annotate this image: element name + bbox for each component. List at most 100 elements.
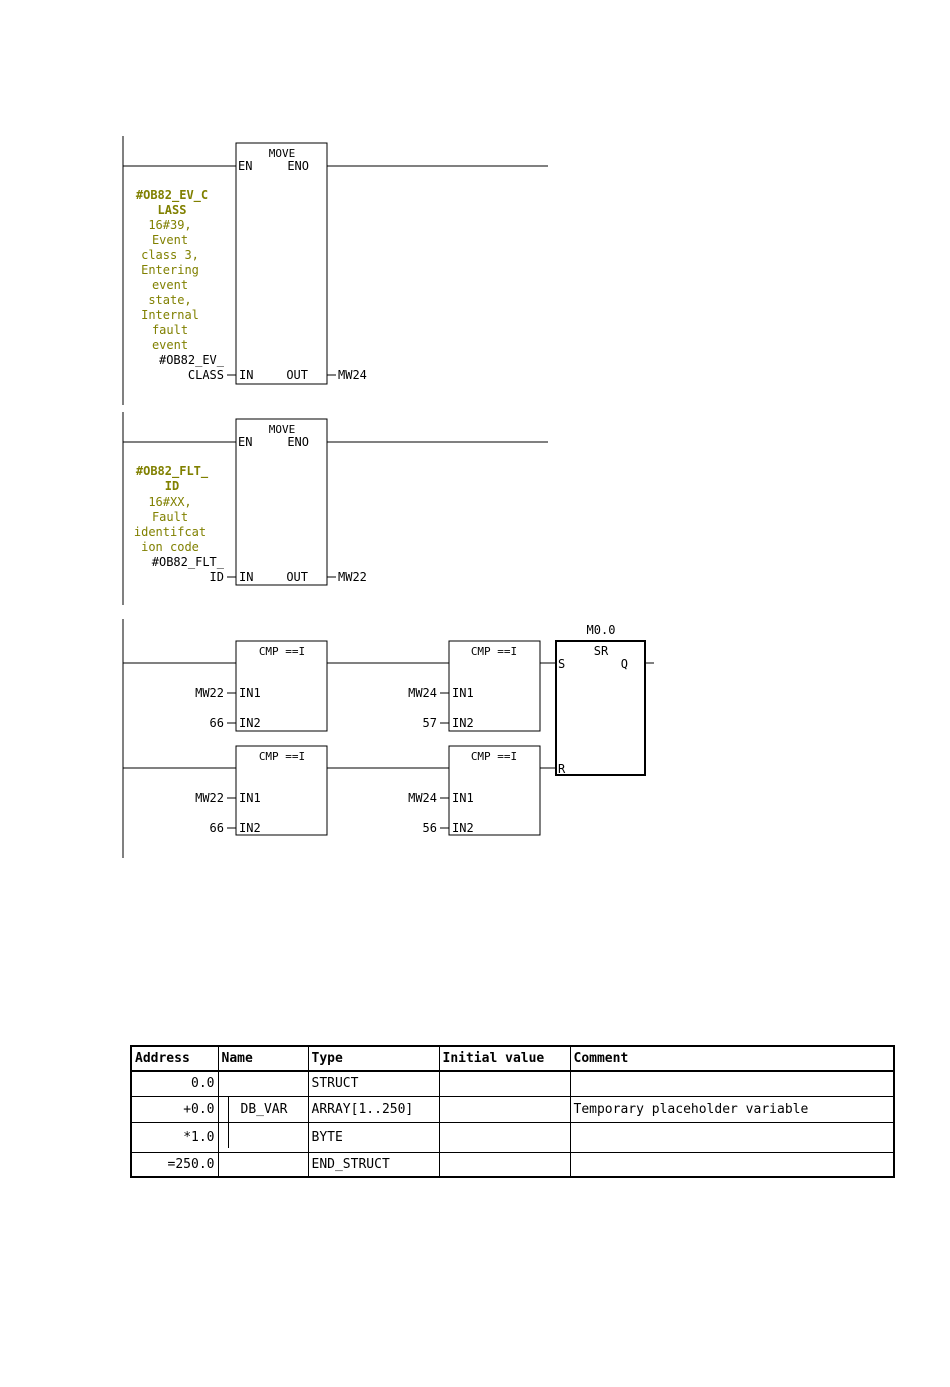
- out-label-2: OUT: [286, 570, 308, 584]
- cell-type[interactable]: BYTE: [307, 1121, 440, 1153]
- cmp-title-3: CMP ==I: [259, 750, 305, 763]
- out-label-1: OUT: [286, 368, 308, 382]
- cell-name[interactable]: [217, 1151, 309, 1178]
- comment-1-line-2: Event: [152, 233, 188, 247]
- cell-address: 0.0: [130, 1070, 219, 1097]
- cell-name-value[interactable]: [227, 1123, 241, 1148]
- cmp-1-in1-label: IN1: [239, 686, 261, 700]
- in-operand-2-line-1[interactable]: #OB82_FLT_: [152, 555, 225, 569]
- move-box-1[interactable]: [235, 142, 328, 385]
- cmp-4-in1-label: IN1: [452, 791, 474, 805]
- cell-type[interactable]: ARRAY[1..250]: [307, 1095, 440, 1123]
- comment-1-line-1: 16#39,: [148, 218, 191, 232]
- network-3: CMP ==I IN1 IN2 MW22 66 CMP ==I IN1 IN2 …: [122, 619, 654, 858]
- col-header-address[interactable]: Address: [130, 1045, 219, 1072]
- cmp-4-in1-operand[interactable]: MW24: [408, 791, 437, 805]
- ladder-diagram: MOVE EN ENO #OB82_EV_C LASS 16#39, Event…: [122, 136, 654, 858]
- sr-s-label: S: [558, 657, 565, 671]
- cmp-box-4[interactable]: [448, 745, 541, 836]
- table-row[interactable]: +0.0 DB_VAR ARRAY[1..250] Temporary plac…: [130, 1095, 895, 1123]
- cmp-3-in2-operand[interactable]: 66: [210, 821, 224, 835]
- cmp-box-2[interactable]: [448, 640, 541, 732]
- comment-2-line-4: ion code: [141, 540, 199, 554]
- col-header-comment[interactable]: Comment: [569, 1045, 895, 1072]
- cmp-3-in1-label: IN1: [239, 791, 261, 805]
- cmp-title-4: CMP ==I: [471, 750, 517, 763]
- cmp-2-in1-label: IN1: [452, 686, 474, 700]
- cmp-4-in2-label: IN2: [452, 821, 474, 835]
- cell-initial-value[interactable]: [438, 1121, 571, 1153]
- cell-comment[interactable]: [569, 1121, 895, 1153]
- col-header-type[interactable]: Type: [307, 1045, 440, 1072]
- cell-address: =250.0: [130, 1151, 219, 1178]
- comment-2-line-1: 16#XX,: [148, 495, 191, 509]
- eno-label-2: ENO: [287, 435, 309, 449]
- sr-address[interactable]: M0.0: [587, 623, 616, 637]
- cell-type[interactable]: END_STRUCT: [307, 1151, 440, 1178]
- comment-1-line-7: Internal: [141, 308, 199, 322]
- move-title-2: MOVE: [269, 423, 296, 436]
- cmp-1-in2-label: IN2: [239, 716, 261, 730]
- symbol-comment-2-line-1: #OB82_FLT_: [136, 464, 209, 479]
- cmp-1-in1-operand[interactable]: MW22: [195, 686, 224, 700]
- comment-1-line-3: class 3,: [141, 248, 199, 262]
- comment-2-line-2: Fault: [152, 510, 188, 524]
- cmp-1-in2-operand[interactable]: 66: [210, 716, 224, 730]
- en-label-2: EN: [238, 435, 252, 449]
- symbol-comment-2-line-2: ID: [165, 479, 179, 493]
- cmp-title-2: CMP ==I: [471, 645, 517, 658]
- cell-name[interactable]: [217, 1070, 309, 1097]
- table-row[interactable]: 0.0 STRUCT: [130, 1070, 895, 1097]
- comment-1-line-5: event: [152, 278, 188, 292]
- sr-q-label: Q: [621, 657, 628, 671]
- move-title-1: MOVE: [269, 147, 296, 160]
- cell-address: +0.0: [130, 1095, 219, 1123]
- sr-title: SR: [594, 644, 609, 658]
- table-row[interactable]: =250.0 END_STRUCT: [130, 1151, 895, 1178]
- in-operand-2-line-2[interactable]: ID: [210, 570, 224, 584]
- symbol-comment-1-line-1: #OB82_EV_C: [136, 188, 208, 203]
- cmp-title-1: CMP ==I: [259, 645, 305, 658]
- comment-1-line-4: Entering: [141, 263, 199, 277]
- cmp-2-in2-label: IN2: [452, 716, 474, 730]
- comment-1-line-9: event: [152, 338, 188, 352]
- cmp-3-in1-operand[interactable]: MW22: [195, 791, 224, 805]
- out-operand-1[interactable]: MW24: [338, 368, 367, 382]
- cmp-box-3[interactable]: [235, 745, 328, 836]
- cell-initial-value[interactable]: [438, 1151, 571, 1178]
- symbol-comment-1-line-2: LASS: [158, 203, 187, 217]
- cmp-2-in2-operand[interactable]: 57: [423, 716, 437, 730]
- cell-initial-value[interactable]: [438, 1095, 571, 1123]
- network-1: MOVE EN ENO #OB82_EV_C LASS 16#39, Event…: [122, 136, 548, 405]
- out-operand-2[interactable]: MW22: [338, 570, 367, 584]
- cmp-4-in2-operand[interactable]: 56: [423, 821, 437, 835]
- cell-initial-value[interactable]: [438, 1070, 571, 1097]
- cell-name[interactable]: DB_VAR: [217, 1095, 309, 1123]
- in-operand-1-line-2[interactable]: CLASS: [188, 368, 224, 382]
- db-declaration-table: Address Name Type Initial value Comment …: [130, 1045, 895, 1178]
- cell-comment[interactable]: [569, 1151, 895, 1178]
- col-header-name[interactable]: Name: [217, 1045, 309, 1072]
- cell-type[interactable]: STRUCT: [307, 1070, 440, 1097]
- network-2: MOVE EN ENO #OB82_FLT_ ID 16#XX, Fault i…: [122, 412, 548, 605]
- comment-2-line-3: identifcat: [134, 525, 206, 539]
- table-row[interactable]: *1.0 BYTE: [130, 1121, 895, 1153]
- cell-name[interactable]: [217, 1121, 309, 1153]
- cell-address: *1.0: [130, 1121, 219, 1153]
- cell-comment[interactable]: [569, 1070, 895, 1097]
- en-label-1: EN: [238, 159, 252, 173]
- col-header-initial-value[interactable]: Initial value: [438, 1045, 571, 1072]
- cmp-2-in1-operand[interactable]: MW24: [408, 686, 437, 700]
- cell-comment[interactable]: Temporary placeholder variable: [569, 1095, 895, 1123]
- cmp-box-1[interactable]: [235, 640, 328, 732]
- sr-box[interactable]: [555, 640, 646, 776]
- in-label-1: IN: [239, 368, 253, 382]
- cmp-3-in2-label: IN2: [239, 821, 261, 835]
- in-operand-1-line-1[interactable]: #OB82_EV_: [159, 353, 225, 367]
- eno-label-1: ENO: [287, 159, 309, 173]
- cell-name-value[interactable]: DB_VAR: [227, 1097, 287, 1121]
- in-label-2: IN: [239, 570, 253, 584]
- comment-1-line-8: fault: [152, 323, 188, 337]
- sr-r-label: R: [558, 762, 566, 776]
- move-box-2[interactable]: [235, 418, 328, 586]
